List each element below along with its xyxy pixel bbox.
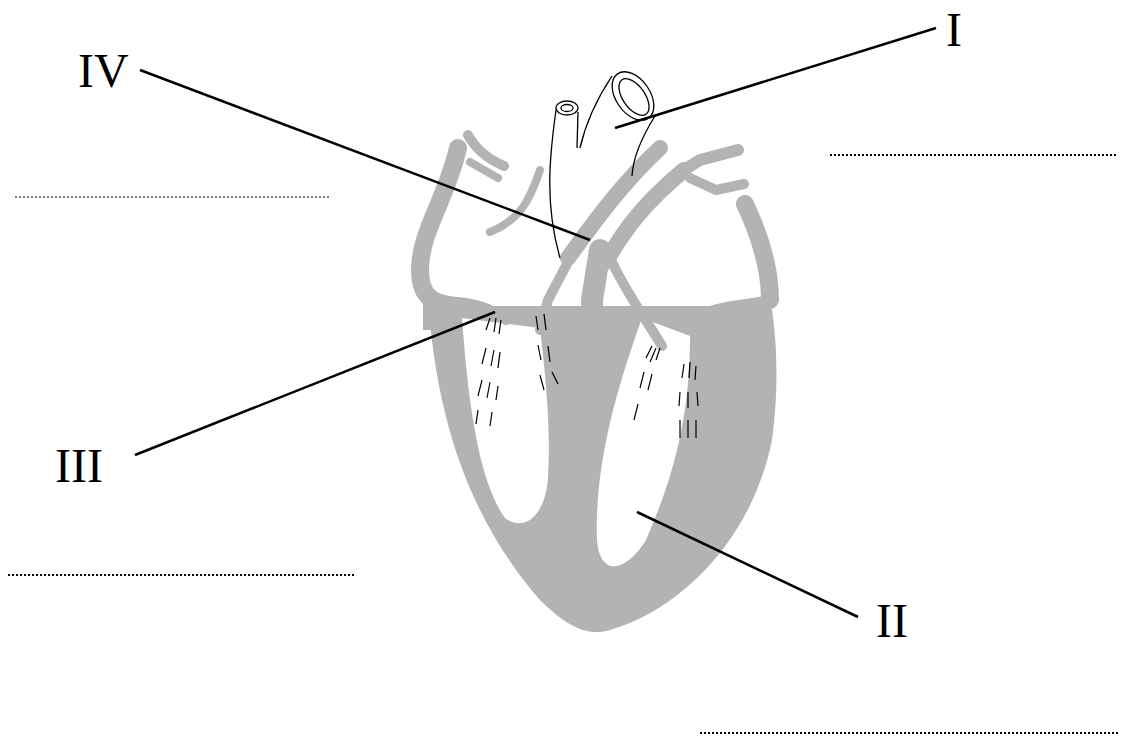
callout-number: III bbox=[55, 442, 103, 490]
callout-number: IV bbox=[78, 47, 129, 95]
callout-number: I bbox=[946, 6, 962, 54]
callout-number: II bbox=[876, 597, 908, 645]
